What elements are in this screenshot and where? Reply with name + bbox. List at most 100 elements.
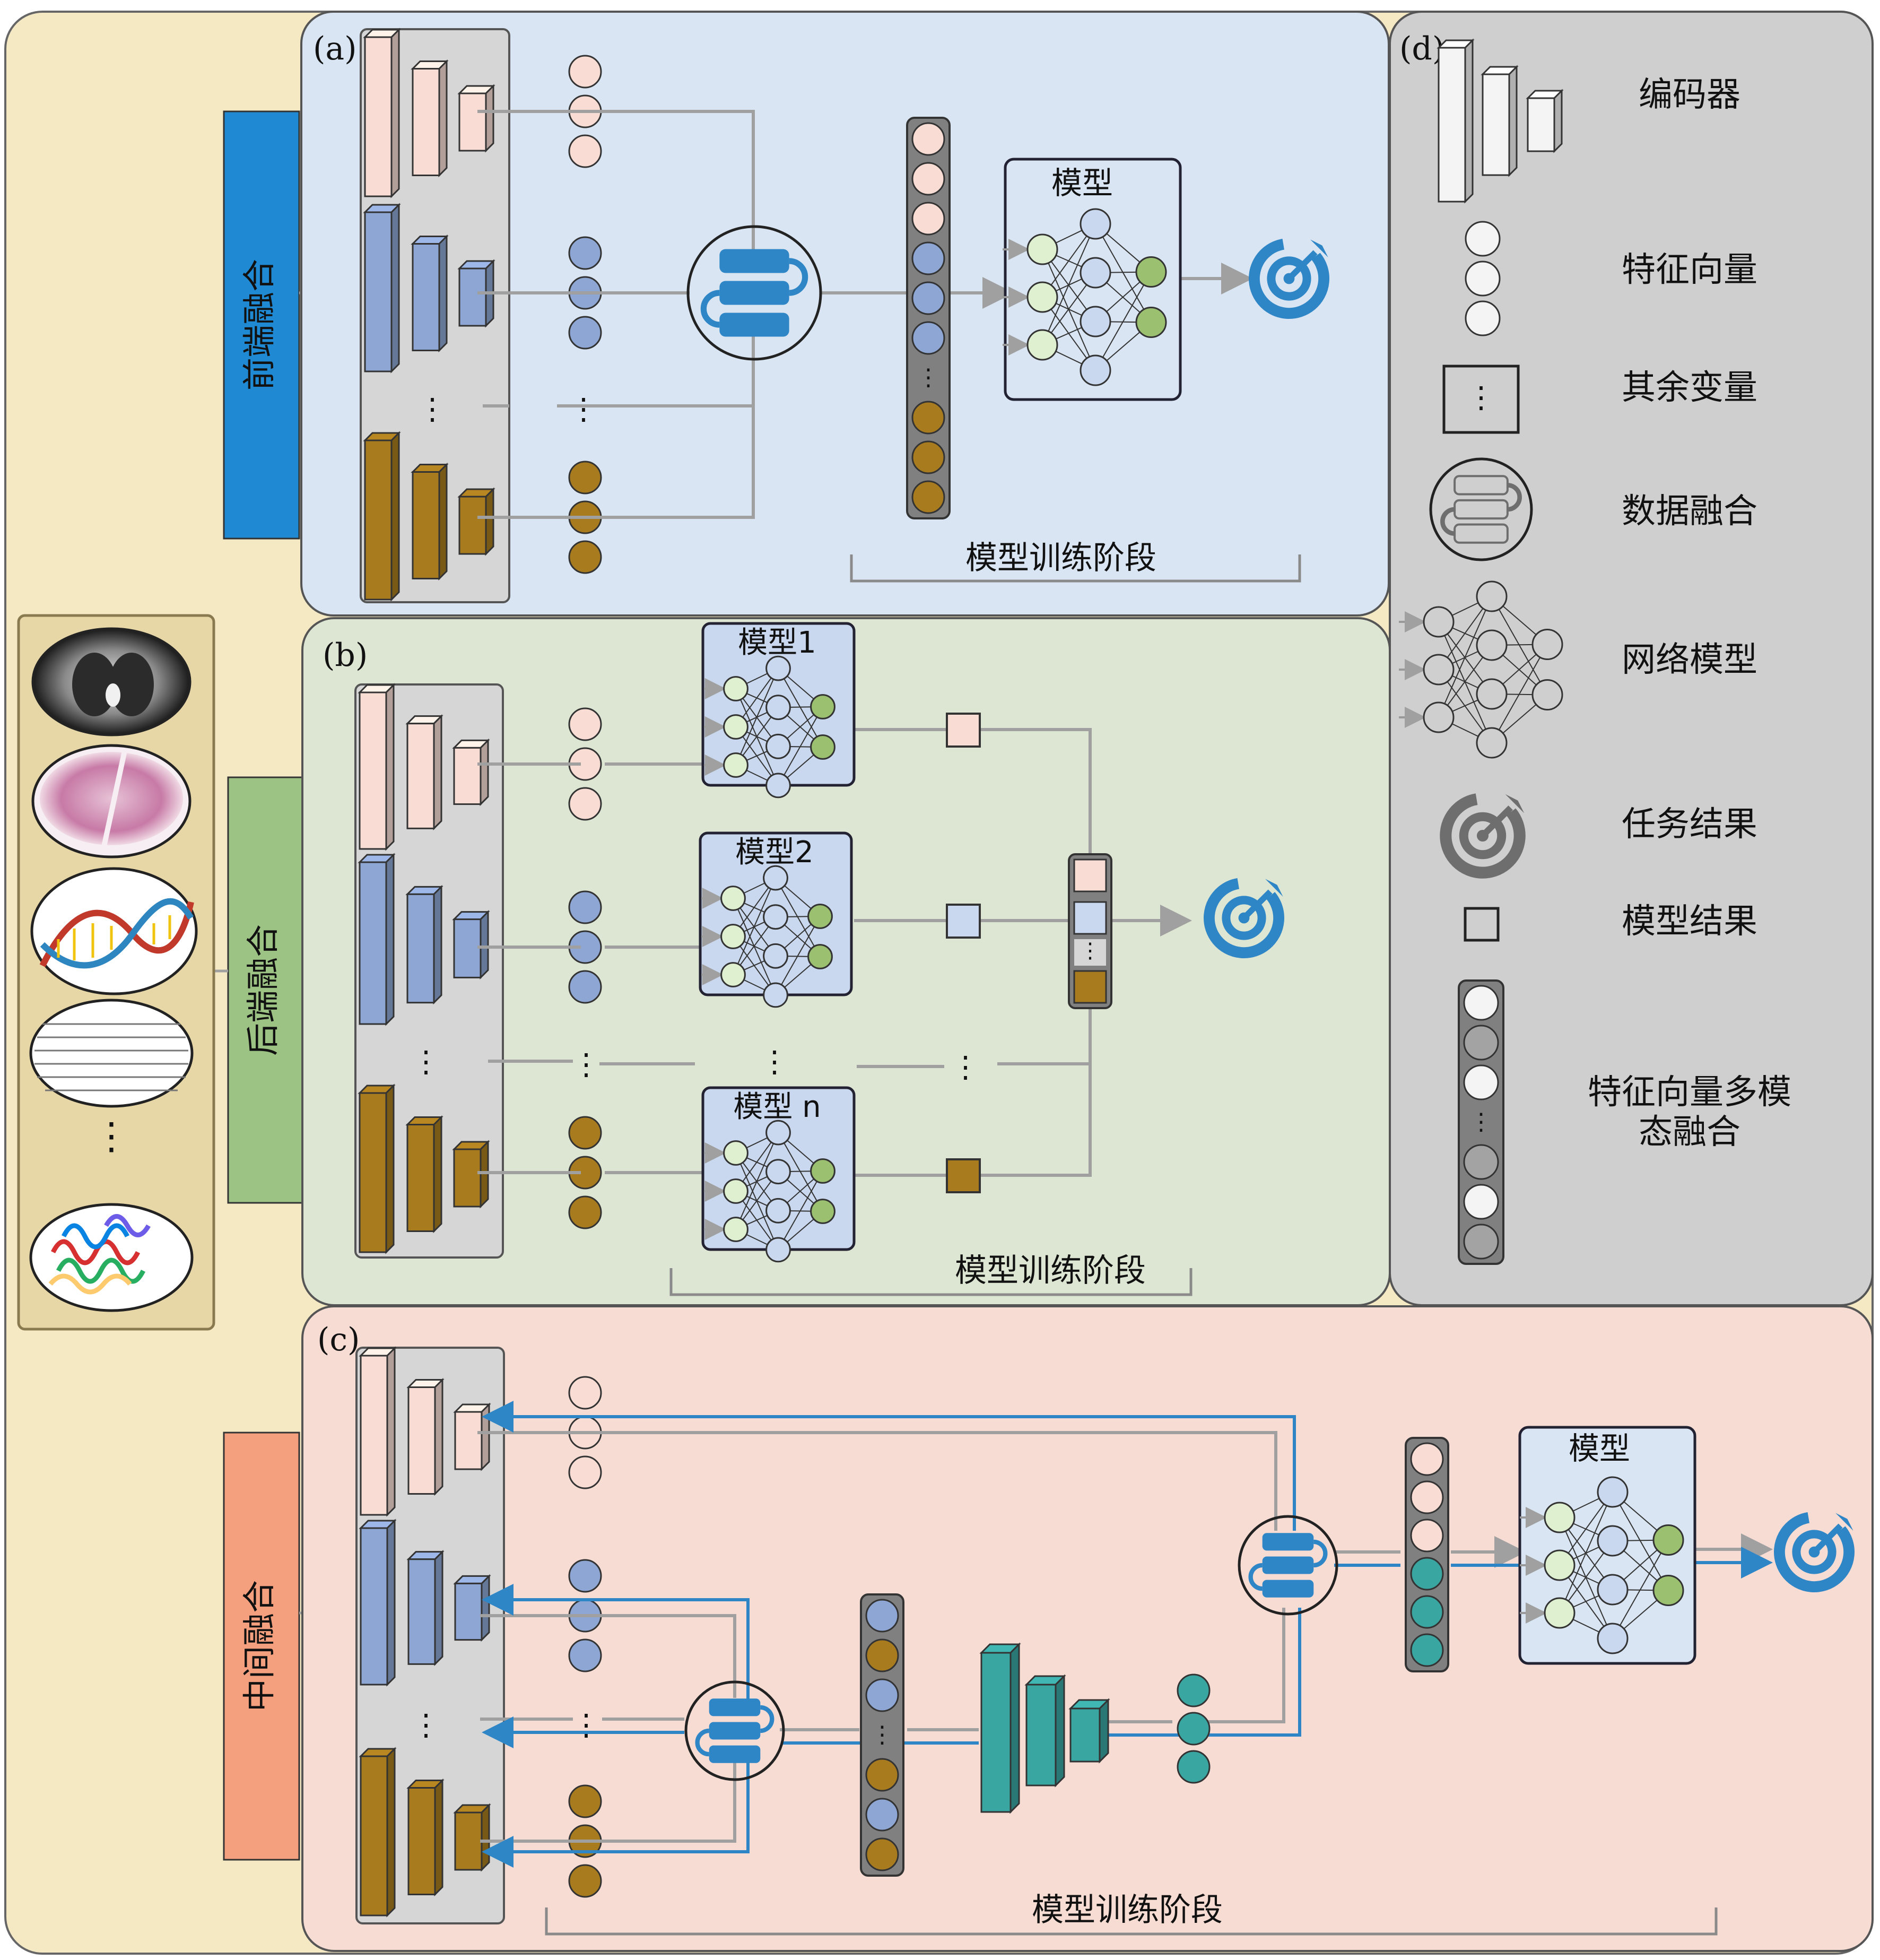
encoder-layer-2 [405,1115,443,1234]
encoder-pink-a [363,28,495,198]
target-inner-ring [1222,896,1266,940]
model-label-c: 模型 [1569,1430,1630,1467]
network-input-node [1026,233,1058,265]
encoder-layer-1 [359,1519,397,1687]
model-label-a: 模型 [1051,165,1113,201]
column-node [1463,1064,1499,1100]
results-stack-ellipsis: ⋮ [1080,939,1101,963]
data-fusion-icon-c1 [684,1680,785,1781]
fused-vector-column-c1: ⋮ [860,1593,904,1877]
legend-item-data-fusion: 数据融合 [1622,492,1757,531]
sidebar-label-early: 前端融合 [223,110,300,540]
data-source-images: ⋮ [17,614,215,1331]
column-node [865,1837,899,1871]
encoder-layer-3 [457,84,495,153]
column-ellipsis: ⋮ [871,1721,894,1748]
legend-item-multimodal-line2: 态融合 [1639,1113,1740,1152]
encoder-blue-c [359,1519,491,1687]
network-hidden-node [763,904,788,930]
network-hidden-node [765,1120,791,1146]
legend-network-icon [1399,580,1563,759]
column-node [865,1758,899,1792]
target-outer-ring [1440,793,1526,879]
panel-a-tag: (a) [313,30,357,67]
column-node [911,241,945,275]
legend-encoder-layer-2 [1481,65,1519,177]
model-box-b-3: 模型 n [701,1086,856,1263]
encoder-layer-1 [358,683,396,851]
panel-a-ellipsis-encoders: ⋮ [417,392,447,427]
legend-multimodal-column: ⋮ [1458,979,1504,1265]
column-node [911,202,945,236]
network-hidden-node [763,982,788,1008]
target-inner-ring [1267,256,1311,301]
encoder-gold-b [358,1083,490,1254]
column-node [911,401,945,435]
teal-encoder-layer-1 [979,1642,1021,1814]
network-input-node [723,752,748,778]
network-input-node [1423,701,1455,733]
target-arrow-shaft [1812,1523,1843,1554]
network-hidden-node [765,773,791,799]
model-results-stack: ⋮ [1068,853,1112,1009]
model-box-b-1: 模型1 [701,622,856,799]
encoder-layer-2 [406,1550,445,1666]
encoder-layer-3 [453,1803,491,1872]
encoder-layer-2 [406,1778,445,1897]
encoder-layer-1 [363,203,401,374]
encoder-layer-2 [405,884,443,1005]
network-input-node [1423,654,1455,686]
panel-c: (c) [301,1305,1874,1952]
training-bracket-b [669,1268,1193,1296]
network-output-node [1531,629,1563,660]
legend-encoder-layer-3 [1526,89,1564,153]
model-box-c: 模型 [1518,1426,1696,1665]
column-node [911,281,945,315]
legend-tag: (d) [1399,30,1444,67]
legend-model-result-icon [1464,907,1500,942]
training-stage-label-b: 模型训练阶段 [955,1252,1146,1289]
column-node [865,1638,899,1672]
legend-data-fusion-icon [1429,457,1533,561]
model-box-a: 模型 [1003,158,1182,401]
fused-vector-column-c2 [1405,1437,1449,1672]
network-input-node [1544,1502,1576,1533]
panel-b-ellipsis-encoders: ⋮ [411,1045,441,1079]
legend-other-variables-icon: ⋮ [1442,365,1520,434]
network-output-node [810,694,835,719]
target-outer-ring [1203,878,1284,959]
target-arrow-shaft [1480,805,1513,838]
network-hidden-node [765,695,791,721]
network-input-node [1026,329,1058,361]
network-output-node [1135,307,1167,338]
encoder-layer-2 [406,1377,445,1496]
task-result-icon-a [1248,238,1329,319]
panel-c-tag: (c) [317,1321,360,1358]
panel-b-ellipsis-results: ⋮ [951,1050,980,1085]
column-node [911,321,945,355]
network-hidden-node [1597,1476,1629,1508]
training-bracket-a [850,554,1301,583]
legend-item-task-result: 任务结果 [1622,805,1757,844]
legend-encoder-icon [1437,38,1564,204]
encoder-layer-1 [358,853,396,1026]
late-fusion-text: 后端融合 [243,924,282,1056]
encoder-layer-1 [359,1747,397,1918]
target-arrow-tip [1310,239,1328,257]
network-output-node [1652,1524,1684,1556]
encoder-blue-a [363,203,495,374]
column-node [911,162,945,196]
teal-encoder-c [979,1642,1110,1814]
legend-feature-vector-icon [1465,221,1501,336]
legend-encoder-layer-1 [1437,38,1475,204]
encoder-layer-2 [405,714,443,830]
legend-item-encoder: 编码器 [1639,75,1740,115]
column-node [1463,1184,1499,1220]
network-input-node [723,714,748,740]
network-input-node [1544,1597,1576,1629]
training-bracket-c [545,1907,1718,1936]
network-hidden-node [1597,1574,1629,1606]
network-input-node [1544,1549,1576,1581]
network-hidden-node [763,865,788,891]
encoder-layer-2 [411,462,449,581]
